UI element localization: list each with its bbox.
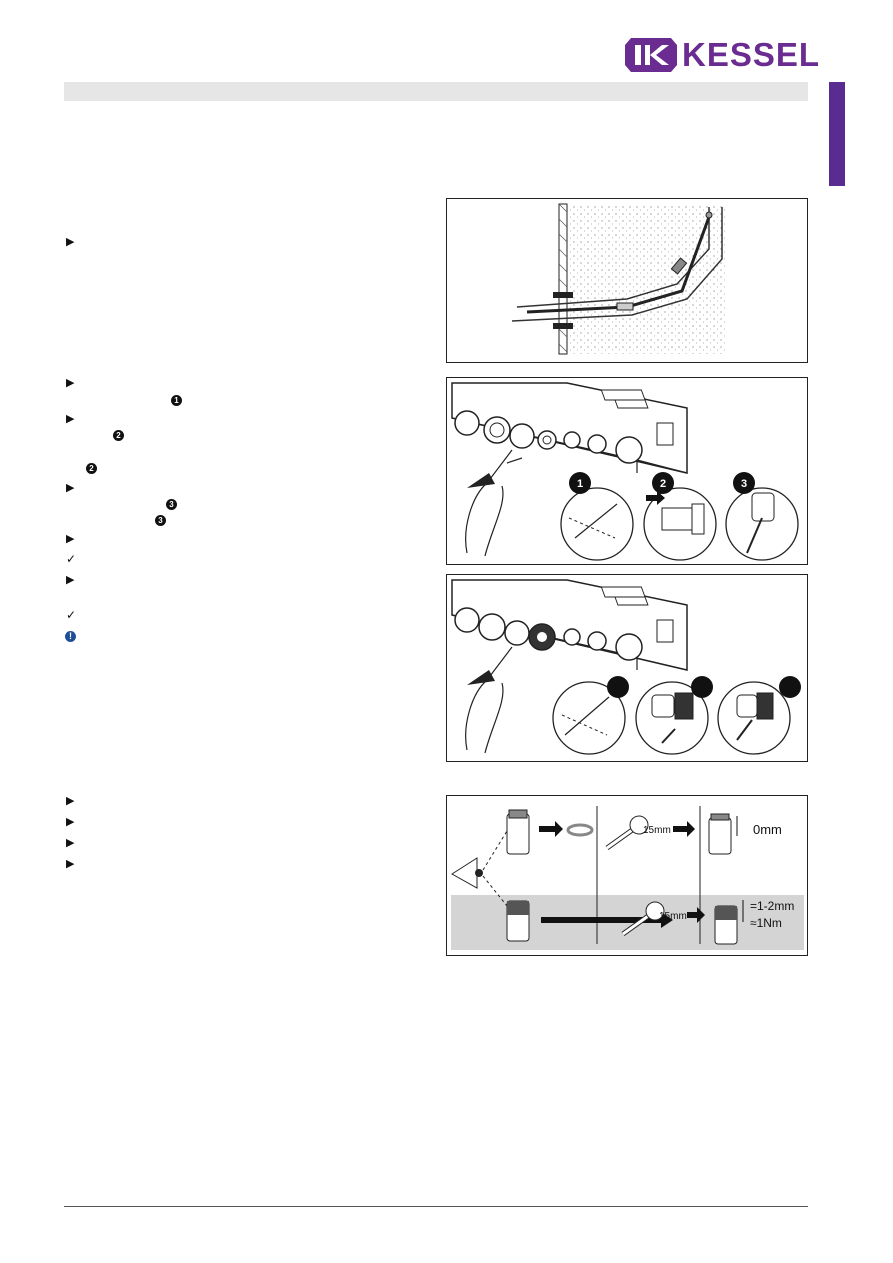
- result-check-icon: ✓: [66, 608, 77, 622]
- wrench-size-top: 15mm: [643, 825, 671, 836]
- step-arrow-icon: ▶: [66, 236, 75, 248]
- wrench-size-bottom: 15mm: [659, 911, 687, 922]
- kessel-logo: KESSEL: [625, 38, 819, 72]
- fig2-callout-2: 2: [660, 478, 666, 490]
- figure-wall-duct: [446, 198, 808, 363]
- callout-2: 2: [86, 463, 97, 474]
- footer-rule: [64, 1206, 808, 1207]
- callout-1: 1: [171, 395, 182, 406]
- figure-cable-insertion-2: [446, 574, 808, 762]
- step-arrow-icon: ▶: [66, 858, 75, 870]
- kessel-logo-text: KESSEL: [682, 36, 821, 73]
- info-icon: !: [65, 631, 76, 642]
- step-arrow-icon: ▶: [66, 816, 75, 828]
- result-check-icon: ✓: [66, 552, 77, 566]
- fig2-callout-1: 1: [577, 478, 583, 490]
- step-arrow-icon: ▶: [66, 795, 75, 807]
- figure-cable-insertion-1: 1 2 3: [446, 377, 808, 565]
- step-arrow-icon: ▶: [66, 377, 75, 389]
- step-arrow-icon: ▶: [66, 533, 75, 545]
- gap-zero-label: 0mm: [753, 822, 782, 837]
- step-arrow-icon: ▶: [66, 482, 75, 494]
- chapter-tab: [829, 82, 845, 186]
- step-arrow-icon: ▶: [66, 837, 75, 849]
- callout-3: 3: [166, 499, 177, 510]
- step-arrow-icon: ▶: [66, 413, 75, 425]
- step-arrow-icon: ▶: [66, 574, 75, 586]
- gap-range-label: =1-2mm: [750, 899, 794, 913]
- torque-label: ≈1Nm: [750, 916, 782, 930]
- callout-2: 2: [113, 430, 124, 441]
- callout-3: 3: [155, 515, 166, 526]
- kessel-logo-mark: [625, 38, 677, 72]
- header-bar: [64, 82, 808, 101]
- figure-gland-tightening: 15mm 15mm 0mm =1-2mm ≈1Nm: [446, 795, 808, 956]
- fig2-callout-3: 3: [741, 478, 747, 490]
